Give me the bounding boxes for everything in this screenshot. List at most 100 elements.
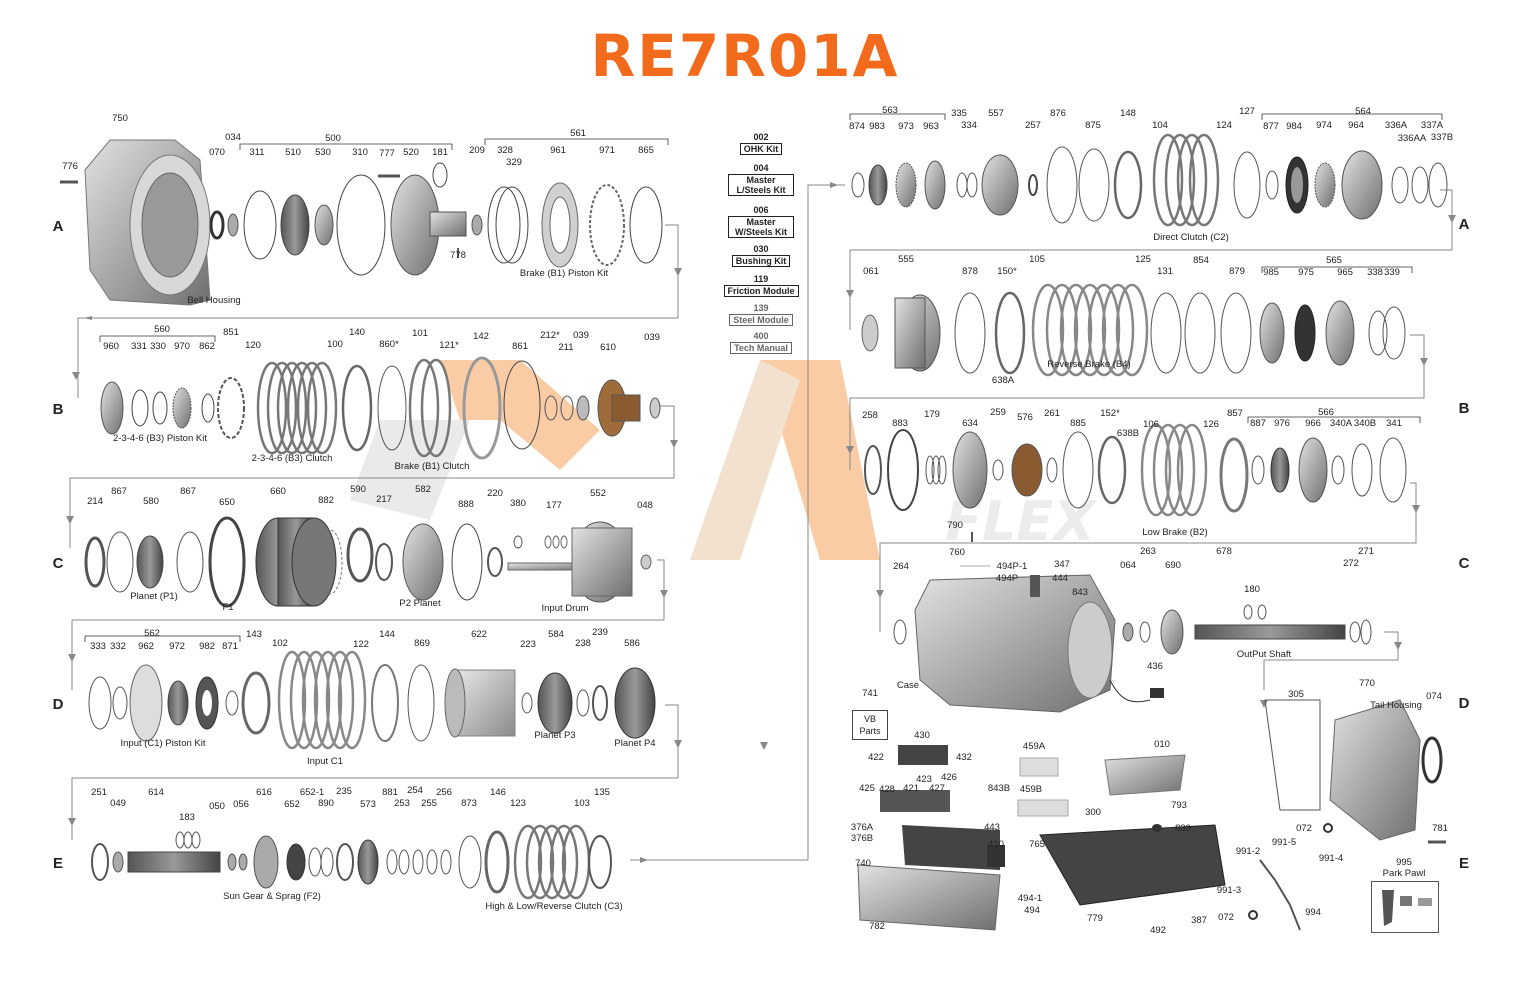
right-row-a-parts [851, 133, 1448, 227]
part-label: 104 [1152, 120, 1168, 131]
part-label: 331 [131, 341, 147, 352]
part-label: 552 [590, 488, 606, 499]
part-label: 985 [1263, 267, 1279, 278]
part-label: 777 [379, 148, 395, 159]
caption-direct-clutch-c2: Direct Clutch (C2) [1153, 232, 1229, 243]
part-label: 255 [421, 798, 437, 809]
part-label: 565 [1326, 255, 1342, 266]
caption-low-brake-b2: Low Brake (B2) [1142, 527, 1207, 538]
kit-number: 030 [753, 244, 769, 254]
part-label: 072 [1296, 823, 1312, 834]
part-label: 328 [497, 145, 513, 156]
part-label: 311 [249, 147, 264, 158]
part-label: 329 [506, 157, 522, 168]
part-label: 340B [1354, 418, 1376, 429]
part-label: 410 [988, 839, 1004, 850]
valve-body-parts [857, 745, 1333, 931]
kit-number: 400 [753, 331, 769, 341]
part-label: 961 [550, 145, 566, 156]
row-b-parts [100, 356, 661, 460]
part-label: 760 [949, 547, 965, 558]
part-label: 652 [284, 799, 300, 810]
part-label: 310 [352, 147, 368, 158]
part-label: 261 [1044, 408, 1060, 419]
part-label: 563 [882, 105, 898, 116]
part-label: 876 [1050, 108, 1066, 119]
kit-master-wsteels: 006 Master W/Steels Kit [718, 205, 804, 238]
part-label: 258 [862, 410, 878, 421]
part-label: 582 [415, 484, 431, 495]
kit-label: Bushing Kit [731, 255, 791, 267]
part-label: 494-1 [1018, 893, 1042, 904]
part-label: 337A [1421, 120, 1444, 131]
caption-planet-p1: Planet (P1) [130, 591, 178, 602]
part-label: 580 [143, 496, 159, 507]
row-letters: A B C D E A B C D E [53, 216, 1470, 872]
part-label: 530 [315, 147, 331, 158]
part-label: 793 [1171, 800, 1187, 811]
part-label: 963 [923, 121, 939, 132]
part-label: 177 [546, 500, 562, 511]
part-label: 256 [436, 787, 452, 798]
part-label: 500 [325, 133, 341, 144]
part-label: 217 [376, 494, 392, 505]
part-label: 991-5 [1272, 837, 1296, 848]
part-label: 427 [929, 783, 945, 794]
caption-case: Case [897, 680, 919, 691]
tail-housing [1264, 699, 1446, 844]
part-label: 056 [233, 799, 249, 810]
part-label: 072 [1218, 912, 1234, 923]
part-label: 061 [863, 266, 879, 277]
part-label: 183 [179, 812, 195, 823]
part-label: 103 [574, 798, 590, 809]
part-label: 421 [903, 783, 919, 794]
part-label: 238 [575, 638, 591, 649]
part-label: 875 [1085, 120, 1101, 131]
part-label: 264 [893, 561, 909, 572]
part-label: 973 [898, 121, 914, 132]
part-label: 010 [1154, 739, 1170, 750]
part-label: 214 [87, 496, 103, 507]
part-label: 140 [349, 327, 365, 338]
right-row-c-parts [864, 423, 1407, 542]
part-label: 254 [407, 785, 423, 796]
part-label: 634 [962, 418, 978, 429]
part-label: 510 [285, 147, 301, 158]
caption-planet-p3: Planet P3 [534, 730, 575, 741]
caption-brake-b1-clutch: Brake (B1) Clutch [395, 461, 470, 472]
part-label: 781 [1432, 823, 1448, 834]
part-label: 782 [869, 921, 885, 932]
kit-friction-module: 119 Friction Module [718, 274, 804, 297]
kit-number: 139 [753, 303, 769, 313]
part-label: 220 [487, 488, 503, 499]
part-label: 971 [599, 145, 615, 156]
part-label: 257 [1025, 120, 1041, 131]
part-label: 143 [246, 629, 262, 640]
kit-bushing: 030 Bushing Kit [718, 244, 804, 267]
park-pawl-icon [1382, 890, 1432, 926]
part-label: 235 [336, 786, 352, 797]
vb-parts-box: VB Parts [852, 710, 888, 740]
part-label: 862 [199, 341, 215, 352]
part-label: 750 [112, 113, 128, 124]
group-brackets [84, 113, 1443, 642]
kit-number: 006 [753, 205, 769, 215]
part-label: 106 [1143, 419, 1159, 430]
part-label: 271 [1358, 546, 1374, 557]
caption-output-shaft: OutPut Shaft [1237, 649, 1292, 660]
row-letter: E [1459, 855, 1469, 872]
part-label: 341 [1386, 418, 1402, 429]
part-label: 562 [144, 628, 160, 639]
part-label: 622 [471, 629, 487, 640]
part-label: 263 [1140, 546, 1156, 557]
park-pawl-label: Park Pawl [1382, 868, 1426, 879]
part-label: 387 [1191, 915, 1207, 926]
part-label: 861 [512, 341, 528, 352]
case-and-shaft [893, 565, 1372, 713]
part-label: 423 [916, 774, 932, 785]
part-label: 330 [150, 341, 166, 352]
caption-brake-b1-piston-kit: Brake (B1) Piston Kit [520, 268, 609, 279]
part-label: 965 [1337, 267, 1353, 278]
part-label: 209 [469, 145, 485, 156]
kit-label: Tech Manual [730, 342, 792, 354]
